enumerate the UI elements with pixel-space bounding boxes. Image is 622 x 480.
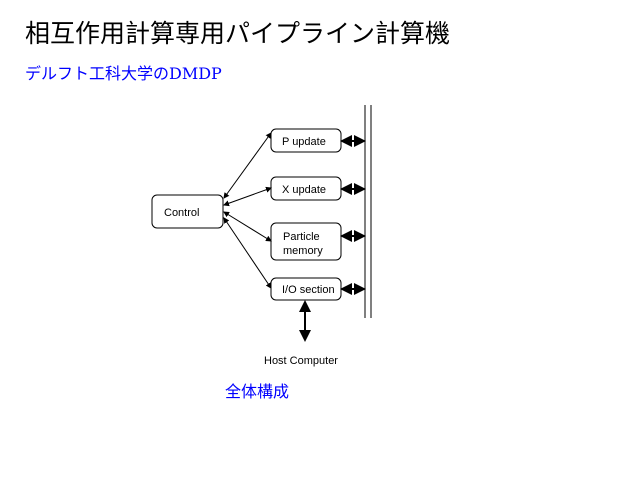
x-update-block: X update bbox=[270, 176, 342, 201]
control-block: Control bbox=[151, 194, 224, 229]
diagram-caption: 全体構成 bbox=[225, 382, 290, 401]
particle-memory-label-1: Particle bbox=[283, 231, 320, 243]
arrow-control-io-section bbox=[223, 217, 272, 289]
x-update-label: X update bbox=[282, 184, 326, 196]
io-section-block: I/O section bbox=[270, 277, 342, 301]
control-label: Control bbox=[164, 207, 199, 219]
particle-memory-label-2: memory bbox=[283, 245, 323, 257]
arrow-control-x-update bbox=[223, 186, 272, 207]
p-update-label: P update bbox=[282, 136, 326, 148]
arrow-control-p-update bbox=[223, 132, 272, 199]
io-section-label: I/O section bbox=[282, 284, 335, 296]
host-computer-label: Host Computer bbox=[264, 355, 338, 367]
arrow-control-particle-memory bbox=[223, 211, 272, 242]
page-title: 相互作用計算専用パイプライン計算機 bbox=[25, 19, 451, 48]
p-update-block: P update bbox=[270, 128, 342, 153]
particle-memory-block: Particle memory bbox=[270, 222, 342, 261]
page-subtitle: デルフト工科大学のDMDP bbox=[25, 64, 222, 83]
